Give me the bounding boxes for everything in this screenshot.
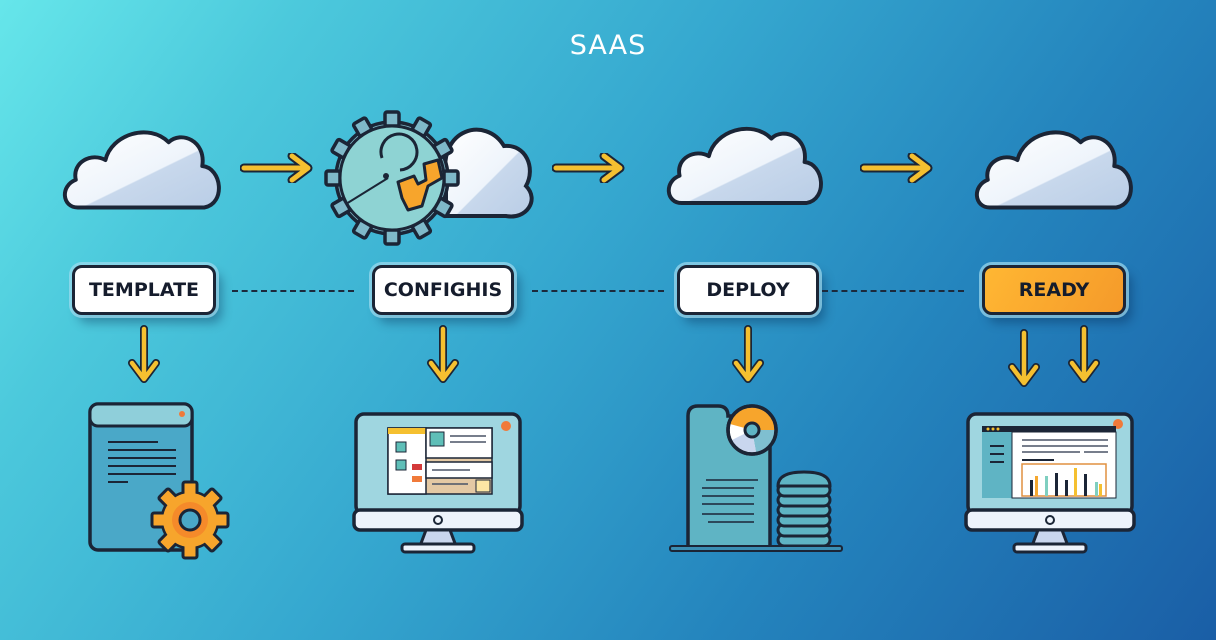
gear-with-cloud-icon (324, 110, 534, 246)
diagram-title: SAAS (569, 30, 647, 61)
document-with-gear-icon (88, 402, 230, 560)
arrow-down-icon (1064, 325, 1104, 385)
cloud-icon (970, 116, 1138, 216)
dashed-connector (822, 290, 964, 292)
stage-label-ready: READY (982, 265, 1126, 315)
monitor-dashboard-chart-icon (964, 412, 1136, 554)
stage-label-template: TEMPLATE (72, 265, 216, 315)
cloud-icon (58, 116, 226, 216)
dashed-connector (532, 290, 664, 292)
monitor-config-ui-icon (352, 412, 524, 554)
dashed-connector (232, 290, 354, 292)
arrow-right-icon (240, 153, 320, 183)
arrow-down-icon (1004, 328, 1044, 390)
arrow-down-icon (124, 325, 164, 385)
stage-label-confighis: CONFIGHIS (372, 265, 514, 315)
arrow-right-icon (860, 153, 940, 183)
server-database-icon (669, 404, 843, 552)
stage-label-deploy: DEPLOY (677, 265, 819, 315)
arrow-right-icon (552, 153, 632, 183)
arrow-down-icon (423, 325, 463, 385)
cloud-icon (662, 112, 828, 212)
arrow-down-icon (728, 325, 768, 385)
